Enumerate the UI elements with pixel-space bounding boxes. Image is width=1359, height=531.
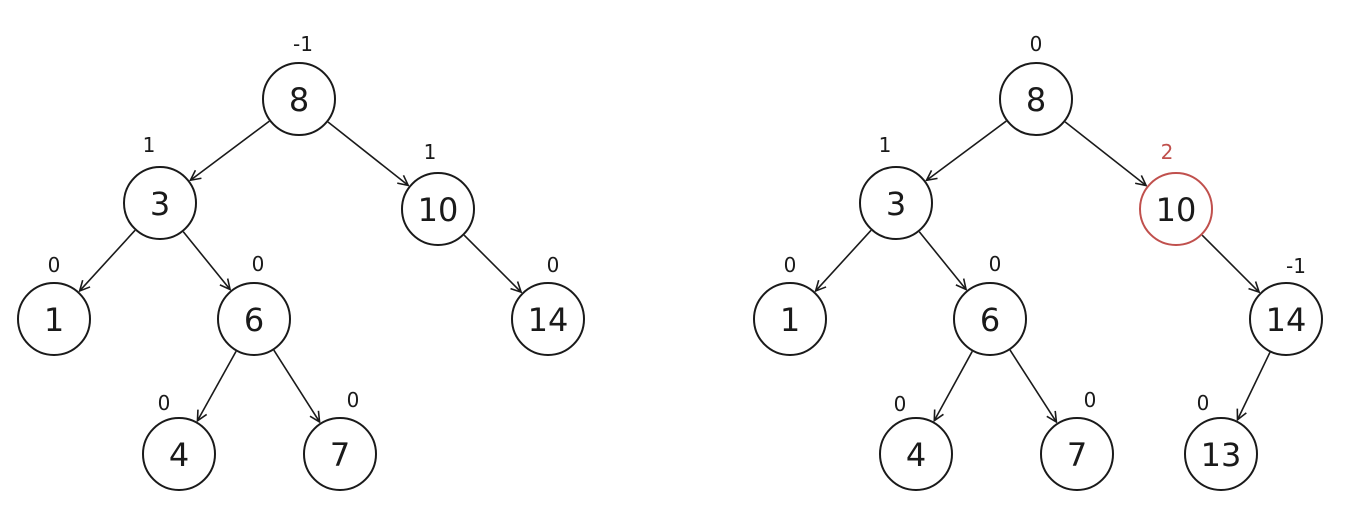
tree-node-a4: 40 — [142, 391, 216, 491]
edge-arrow — [1009, 349, 1056, 422]
edge-arrow — [190, 120, 270, 180]
edge-arrow — [816, 229, 872, 291]
balance-factor-label: 1 — [143, 133, 156, 157]
tree-node-b6: 60 — [953, 252, 1027, 356]
node-circle — [859, 166, 933, 240]
edges-layer — [80, 120, 1271, 422]
node-value: 4 — [169, 436, 189, 474]
node-value: 10 — [1156, 191, 1197, 229]
tree-node-b4: 40 — [879, 392, 953, 491]
balance-factor-label: 1 — [424, 140, 437, 164]
node-circle — [1040, 417, 1114, 491]
node-value: 10 — [418, 191, 459, 229]
balance-factor-label: 2 — [1161, 140, 1174, 164]
node-value: 14 — [528, 301, 569, 339]
edge-arrow — [1201, 234, 1259, 292]
tree-node-b1: 10 — [753, 253, 827, 356]
edge-arrow — [927, 120, 1007, 180]
node-value: 14 — [1266, 301, 1307, 339]
edge-arrow — [934, 351, 973, 420]
node-circle — [123, 166, 197, 240]
balance-factor-label: 0 — [1030, 32, 1043, 56]
node-circle — [262, 62, 336, 136]
edge-arrow — [197, 350, 237, 420]
node-circle — [879, 417, 953, 491]
tree-node-b8: 80 — [999, 32, 1073, 136]
node-circle — [511, 282, 585, 356]
node-value: 8 — [1026, 81, 1046, 119]
edge-arrow — [273, 349, 320, 422]
edge-arrow — [327, 121, 408, 185]
tree-node-a7: 70 — [303, 388, 377, 491]
node-circle — [999, 62, 1073, 136]
tree-node-b13: 13 0 — [1184, 391, 1258, 491]
balance-factor-label: -1 — [293, 32, 313, 56]
node-value: 1 — [44, 301, 64, 339]
node-circle — [1139, 172, 1213, 246]
node-value: 4 — [906, 436, 926, 474]
node-circle — [303, 417, 377, 491]
node-circle — [401, 172, 475, 246]
balance-factor-label: 0 — [158, 391, 171, 415]
node-value: 6 — [980, 301, 1000, 339]
balance-factor-label: 0 — [547, 253, 560, 277]
node-circle — [217, 282, 291, 356]
tree-node-a3: 31 — [123, 133, 197, 240]
node-circle — [753, 282, 827, 356]
edge-arrow — [918, 231, 966, 290]
balance-factor-label: -1 — [1286, 254, 1306, 278]
node-value: 7 — [330, 436, 350, 474]
balance-factor-label: 0 — [48, 253, 61, 277]
balance-factor-label: 1 — [879, 133, 892, 157]
tree-node-a14: 14 0 — [511, 253, 585, 356]
tree-node-a6: 60 — [217, 252, 291, 356]
tree-node-b3: 31 — [859, 133, 933, 240]
node-value: 7 — [1067, 436, 1087, 474]
nodes-layer: 8-131101106014040708031102106014-1407013… — [17, 32, 1323, 491]
node-value: 3 — [886, 185, 906, 223]
node-value: 13 — [1201, 436, 1242, 474]
balance-factor-label: 0 — [784, 253, 797, 277]
tree-node-b14: 14 -1 — [1249, 254, 1323, 356]
edge-arrow — [182, 231, 230, 290]
node-circle — [953, 282, 1027, 356]
node-circle — [1184, 417, 1258, 491]
edge-arrow — [1237, 351, 1271, 419]
node-value: 3 — [150, 185, 170, 223]
balance-factor-label: 0 — [989, 252, 1002, 276]
balance-factor-label: 0 — [347, 388, 360, 412]
tree-node-b7: 70 — [1040, 388, 1114, 491]
node-value: 8 — [289, 81, 309, 119]
balance-factor-label: 0 — [894, 392, 907, 416]
tree-node-a1: 10 — [17, 253, 91, 356]
edge-arrow — [1064, 121, 1146, 186]
balance-factor-label: 0 — [1197, 391, 1210, 415]
edge-arrow — [80, 229, 136, 291]
node-value: 6 — [244, 301, 264, 339]
balance-factor-label: 0 — [1084, 388, 1097, 412]
node-circle — [1249, 282, 1323, 356]
node-circle — [17, 282, 91, 356]
tree-node-a10: 10 1 — [401, 140, 475, 246]
node-circle — [142, 417, 216, 491]
tree-node-a8: 8 -1 — [262, 32, 336, 136]
edge-arrow — [463, 234, 521, 292]
tree-node-b10: 10 2 — [1139, 140, 1213, 246]
balance-factor-label: 0 — [252, 252, 265, 276]
node-value: 1 — [780, 301, 800, 339]
